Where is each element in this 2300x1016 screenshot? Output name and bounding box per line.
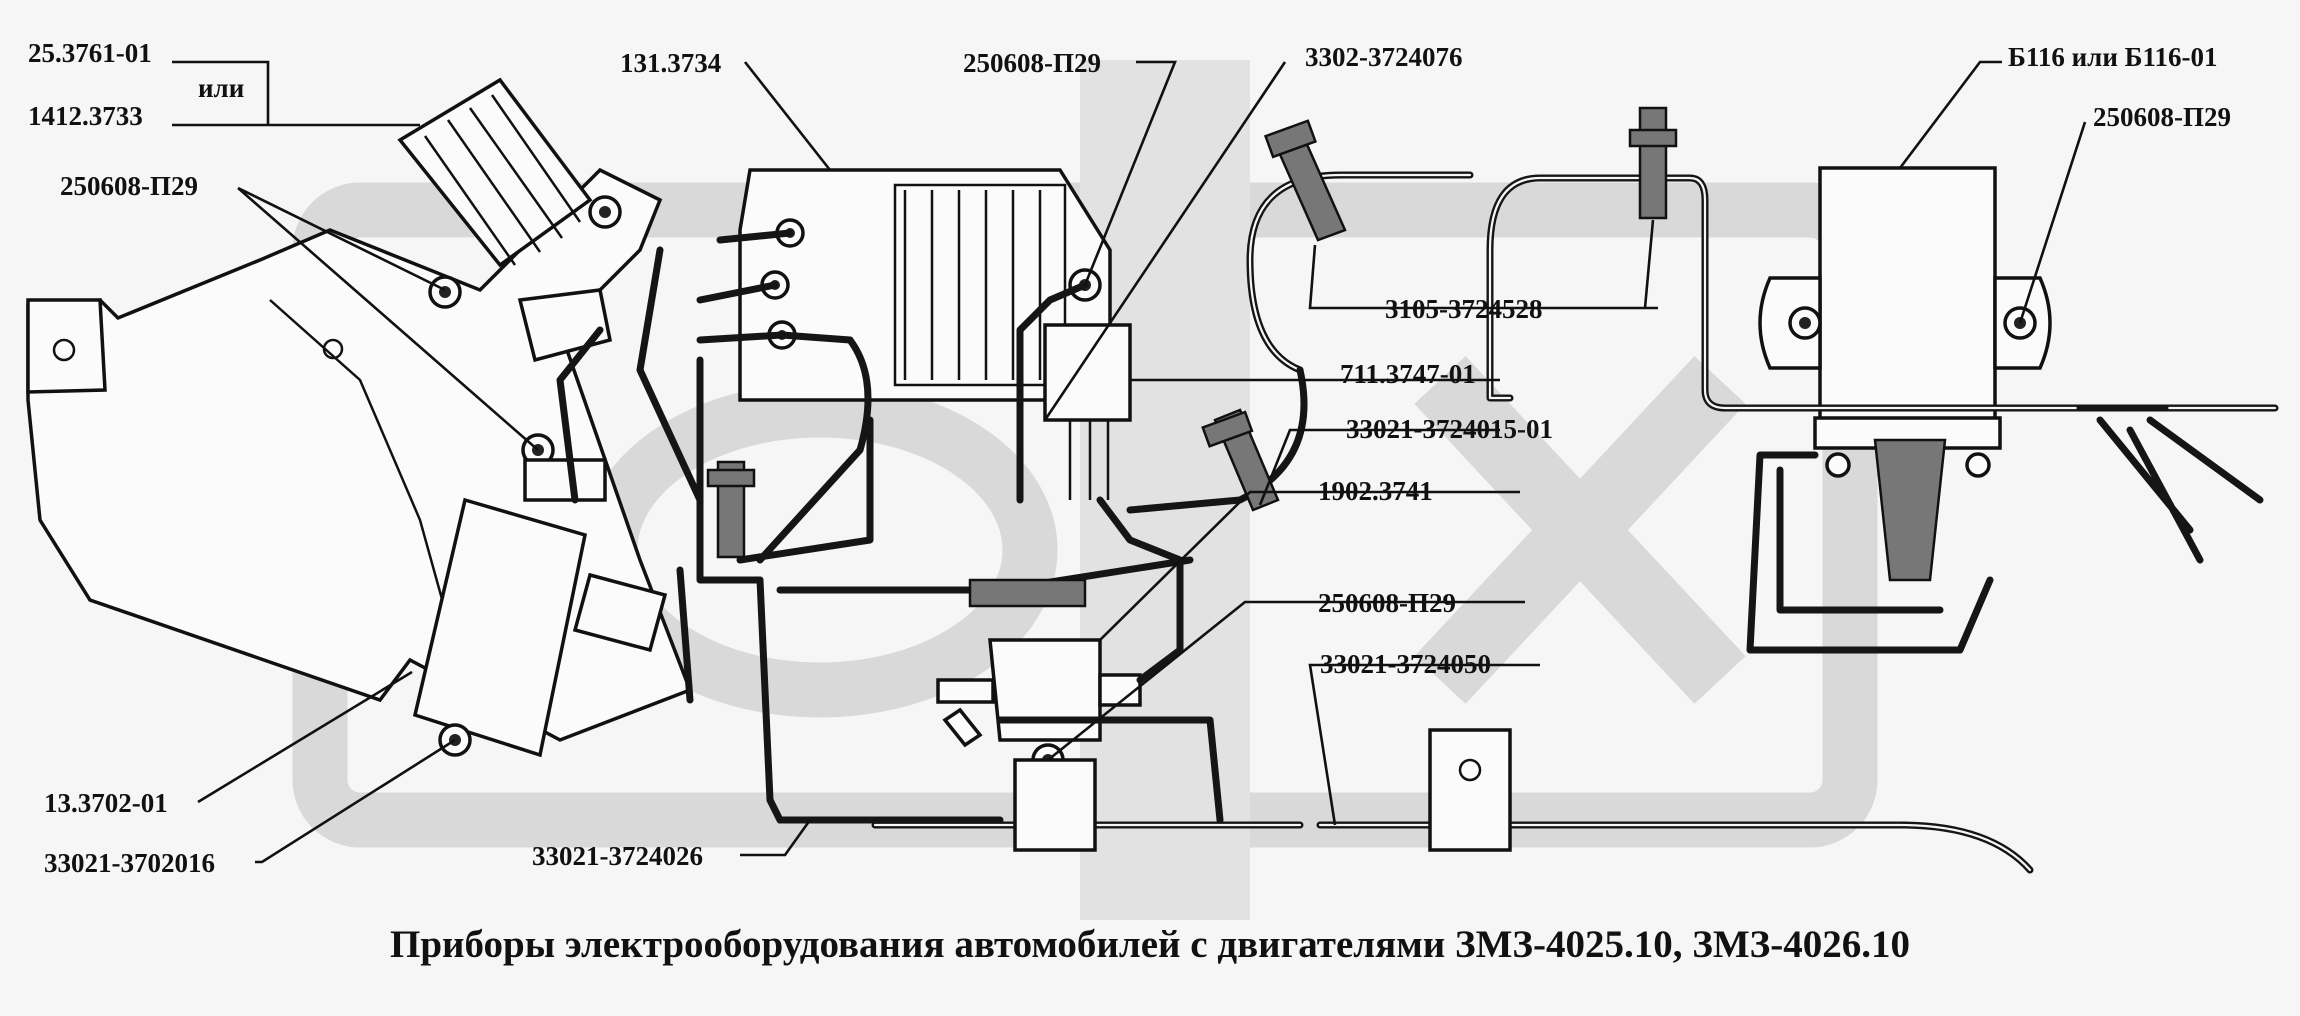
ignition-coil: [412, 433, 668, 758]
label-harness-2: 33021-3724015-01: [1346, 414, 1553, 444]
mounting-plate: [26, 167, 693, 742]
part-labels: 25.3761-01 или 1412.3733 250608-П29 131.…: [28, 38, 2231, 878]
label-or: или: [198, 73, 244, 103]
label-ignition-switch-a: 25.3761-01: [28, 38, 152, 68]
label-harness-3: 33021-3724050: [1320, 649, 1491, 679]
diagram-caption: Приборы электрооборудования автомобилей …: [390, 923, 1910, 966]
label-ignition-switch-b: 1412.3733: [28, 101, 143, 131]
leader-lines: [172, 60, 2087, 864]
label-coil: 13.3702-01: [44, 788, 168, 818]
ignition-switch: [397, 77, 622, 363]
label-bolt-2: 250608-П29: [963, 48, 1101, 78]
label-bolt-3: 250608-П29: [2093, 102, 2231, 132]
relay: [1043, 323, 1132, 500]
label-regulator: 131.3734: [620, 48, 721, 78]
connectors: [706, 106, 1678, 852]
label-connector: 3105-3724528: [1385, 294, 1543, 324]
label-battery: Б116 или Б116-01: [2008, 42, 2217, 72]
label-sensor: 1902.3741: [1318, 476, 1433, 506]
label-bolt-4: 250608-П29: [1318, 588, 1456, 618]
label-bolt-1: 250608-П29: [60, 171, 198, 201]
sensor: [936, 638, 1142, 777]
label-harness-1: 3302-3724076: [1305, 42, 1463, 72]
label-relay: 711.3747-01: [1340, 359, 1476, 389]
battery: [1758, 166, 2052, 582]
label-harness-4: 33021-3724026: [532, 841, 703, 871]
label-bracket: 33021-3702016: [44, 848, 215, 878]
